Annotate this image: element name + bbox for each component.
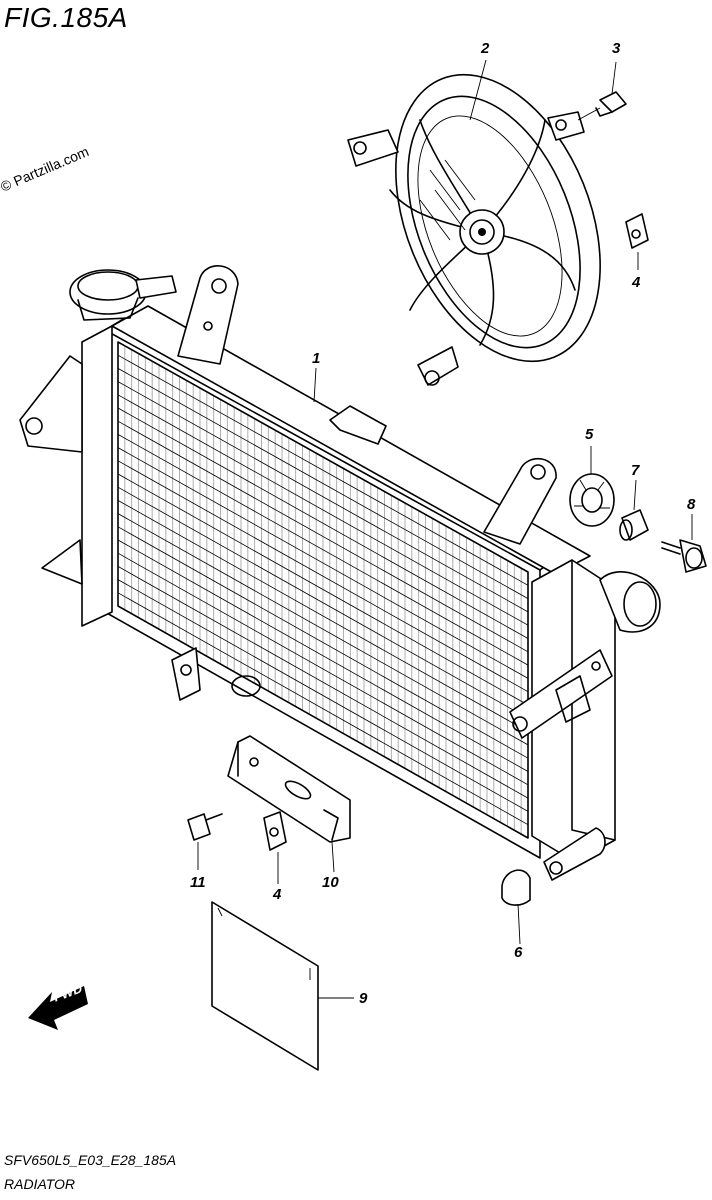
clip-nut-part-4-lower [263,811,287,851]
cooling-fan-assembly [347,73,601,386]
fin-row [117,513,529,746]
fin-row [117,354,529,586]
bolt-part-3 [577,91,627,121]
fin-row [117,420,529,653]
clip-nut-part-4-upper [625,213,649,249]
fin-row [117,539,529,772]
fin-row [117,368,529,599]
fin-row [117,381,529,613]
fin-row [117,579,529,812]
callout-9: 9 [359,990,368,1007]
radiator-fins [117,345,529,835]
bolt-part-11 [187,813,223,841]
fin-row [117,526,529,759]
callout-4-lower: 4 [273,886,282,903]
diagram-name: RADIATOR [4,1176,76,1192]
fin-row [117,486,529,719]
leader-lines [197,59,693,999]
fin-row [117,500,529,732]
fin-row [117,407,529,639]
fin-row [117,552,529,786]
callout-7: 7 [631,462,640,479]
diagram-code: SFV650L5_E03_E28_185A [4,1152,177,1168]
fin-row [117,473,529,706]
callout-10: 10 [322,874,339,891]
collar-part-7 [619,509,649,541]
bolt-part-8 [661,539,707,573]
callout-8: 8 [687,496,696,513]
callout-1: 1 [312,350,321,367]
fin-row [117,566,529,799]
callout-5: 5 [585,426,594,443]
figure-title: FIG.185A [4,2,128,33]
forward-arrow-icon [28,986,88,1030]
callout-4-upper: 4 [632,274,641,291]
bracket-part-10 [227,735,351,843]
radiator-core [19,265,661,881]
guard-plate-part-9 [211,901,319,1071]
grommet-part-5 [569,473,615,527]
fin-row [117,394,529,626]
fin-row [117,434,529,666]
fin-row [117,460,529,693]
callout-11: 11 [190,874,206,891]
callout-6: 6 [514,944,523,961]
fin-row [117,592,529,826]
cushion-part-6 [501,869,531,906]
callout-3: 3 [612,40,621,57]
fin-row [117,447,529,679]
callout-2: 2 [481,40,490,57]
